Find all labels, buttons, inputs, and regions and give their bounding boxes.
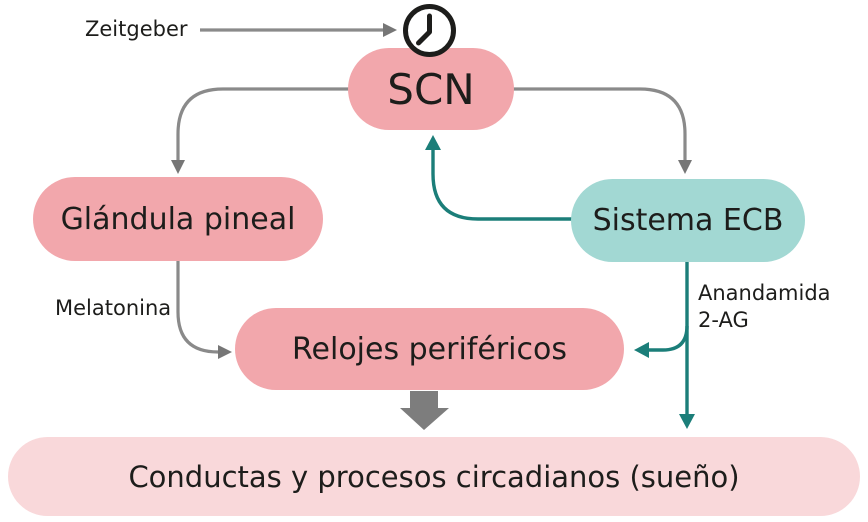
- sistema-to-scn-arrowhead: [425, 135, 441, 150]
- zeitgeber-arrowhead: [383, 23, 397, 37]
- node-sistema-ecb: Sistema ECB: [571, 179, 805, 262]
- clock-icon: [403, 4, 456, 57]
- node-scn: SCN: [348, 48, 514, 130]
- node-conductas-circadianas: Conductas y procesos circadianos (sueño): [8, 437, 860, 516]
- sistema-to-relojes-line: [649, 325, 689, 352]
- relojes-to-conductas-block-arrow: [400, 391, 449, 430]
- node-glandula-pineal: Glándula pineal: [33, 177, 323, 261]
- node-relojes-perifericos: Relojes periféricos: [235, 308, 624, 390]
- sistema-to-relojes-arrowhead: [634, 342, 649, 358]
- glandula-to-relojes-arrowhead: [218, 345, 232, 359]
- scn-to-sistema-line: [512, 87, 687, 160]
- anandamida-label-line2: 2-AG: [698, 308, 749, 332]
- zeitgeber-label: Zeitgeber: [85, 17, 188, 41]
- anandamida-label: Anandamida 2-AG: [698, 280, 831, 334]
- scn-to-sistema-arrowhead: [678, 160, 692, 174]
- sistema-to-scn-line: [431, 150, 572, 221]
- scn-to-glandula-line: [176, 87, 350, 160]
- melatonina-label: Melatonina: [55, 296, 172, 320]
- sistema-down-arrowhead: [679, 414, 695, 429]
- glandula-to-relojes-line: [176, 260, 219, 354]
- scn-to-glandula-arrowhead: [171, 160, 185, 174]
- anandamida-label-line1: Anandamida: [698, 281, 831, 305]
